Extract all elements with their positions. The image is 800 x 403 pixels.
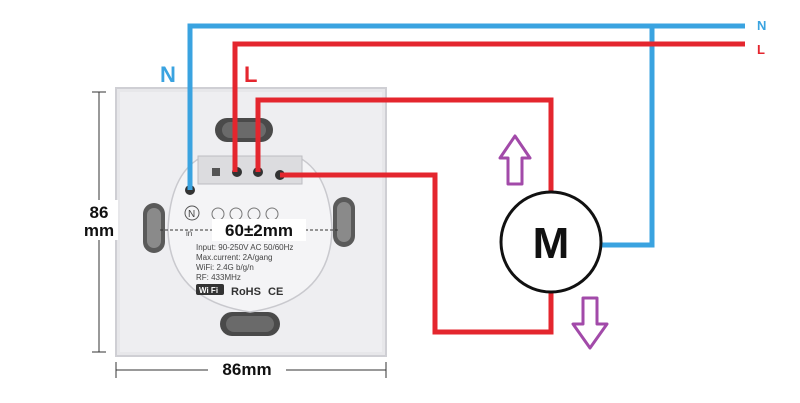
- height-unit: mm: [84, 221, 114, 240]
- spacing-label: 60±2mm: [225, 221, 293, 240]
- switch-plate: N in 60±2mm Input: 90-250V AC 50/60Hz Ma…: [115, 87, 387, 357]
- live-wire: [232, 41, 745, 172]
- rohs-mark: RoHS: [231, 286, 261, 298]
- n-label-right: N: [757, 18, 766, 33]
- terminal-n-mark: N: [188, 209, 195, 220]
- spec-wifi: WiFi: 2.4G b/g/n: [196, 263, 254, 272]
- dimension-markings: 86 mm 86mm: [80, 91, 387, 380]
- output-wire-1: [255, 97, 554, 192]
- spec-rf: RF: 433MHz: [196, 273, 241, 282]
- terminal-in-mark: in: [186, 229, 192, 238]
- spec-input: Input: 90-250V AC 50/60Hz: [196, 243, 293, 252]
- up-arrow-icon: [498, 134, 532, 186]
- motor-circle: [499, 190, 603, 294]
- down-arrow-icon: [571, 296, 609, 350]
- motor-label: M: [533, 219, 570, 268]
- neutral-wire: [187, 23, 745, 190]
- svg-text:Wi Fi: Wi Fi: [199, 286, 218, 295]
- height-value: 86: [90, 203, 109, 222]
- wires: [187, 23, 745, 335]
- neutral-motor-wire: [600, 26, 655, 248]
- ce-mark: CE: [268, 286, 283, 298]
- output-wire-2: [280, 172, 554, 335]
- motor: M: [499, 190, 603, 294]
- spec-current: Max.current: 2A/gang: [196, 253, 272, 262]
- n-label-left: N: [160, 62, 176, 87]
- l-label-right: L: [757, 42, 765, 57]
- l-label-left: L: [244, 62, 257, 87]
- wifi-logo: [196, 284, 224, 295]
- width-label: 86mm: [222, 360, 271, 379]
